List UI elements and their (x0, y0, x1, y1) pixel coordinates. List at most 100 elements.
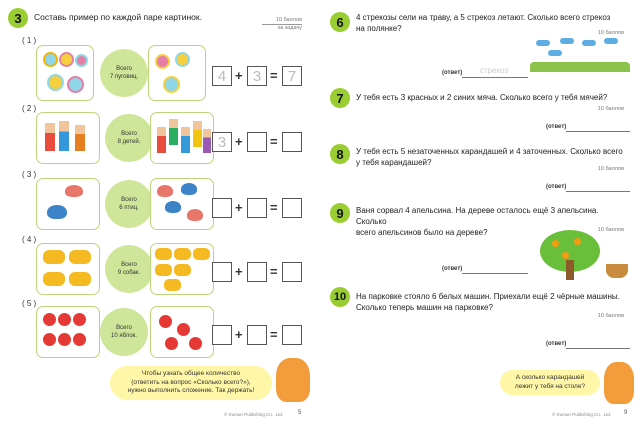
plus-sign: + (235, 327, 243, 342)
task-number: 10 (330, 287, 350, 307)
picture-card-b (150, 306, 214, 358)
equals-sign: = (270, 327, 278, 342)
plus-sign: + (235, 134, 243, 149)
basket-icon (606, 264, 628, 278)
task-text: У тебя есть 5 незаточенных карандашей и … (356, 146, 631, 168)
plus-sign: + (235, 68, 243, 83)
answer-box-b[interactable] (247, 198, 267, 218)
oval-line2: 8 детей. (117, 139, 141, 145)
answer-line[interactable] (566, 131, 630, 132)
dog-icon (164, 279, 181, 291)
child-icon (157, 127, 166, 153)
answer-box-c[interactable] (282, 132, 302, 152)
task-text-line2: Сколько теперь машин на парковке? (356, 303, 493, 312)
answer-box-a[interactable] (212, 325, 232, 345)
picture-card-a (36, 243, 100, 295)
picture-card-a (36, 112, 100, 164)
apple-icon (165, 337, 178, 350)
orange-icon (562, 252, 569, 259)
answer-box-c[interactable] (282, 325, 302, 345)
answer-box-a[interactable]: 3 (212, 132, 232, 152)
apple-icon (189, 337, 202, 350)
hint-line1: Чтобы узнать общее количество (141, 370, 241, 377)
task-number: 8 (330, 144, 350, 164)
answer-line[interactable] (566, 348, 630, 349)
task-text-line2: на полянке? (356, 24, 402, 33)
task-text-line1: Ваня сорвал 4 апельсина. На дереве остал… (356, 206, 599, 226)
answer-box-a[interactable]: 4 (212, 66, 232, 86)
answer-box-c[interactable] (282, 198, 302, 218)
cat-mascot-icon (276, 358, 310, 402)
button-icon (75, 54, 88, 67)
hint-line1: А сколько карандашей (515, 374, 585, 381)
points-line2: за задачу (277, 25, 302, 31)
dragonfly-icon (548, 50, 562, 56)
answer-box-a[interactable] (212, 262, 232, 282)
dragonflies-illustration (530, 38, 630, 72)
points: 10 баллов (597, 106, 624, 112)
task-text-line1: На парковке стояло 6 белых машин. Приеха… (356, 292, 620, 301)
child-icon (169, 119, 178, 145)
dog-icon (69, 272, 91, 286)
picture-card-b (150, 243, 214, 295)
button-icon (163, 76, 180, 93)
answer-box-a[interactable] (212, 198, 232, 218)
bird-icon (181, 183, 197, 195)
row-label: ( 1 ) (22, 36, 37, 45)
points: 10 баллов (597, 227, 624, 233)
dog-icon (69, 250, 91, 264)
total-oval: Всего 6 птиц. (105, 180, 153, 228)
total-oval: Всего 10 яблок. (100, 308, 148, 356)
oval-line2: 6 птиц. (119, 205, 139, 211)
answer-label: (ответ) (442, 70, 463, 76)
picture-card-b (148, 45, 206, 101)
child-icon (75, 125, 85, 151)
equals-sign: = (270, 264, 278, 279)
apple-icon (73, 333, 86, 346)
answer-box-c[interactable] (282, 262, 302, 282)
answer-line[interactable] (566, 191, 630, 192)
orange-tree-illustration (530, 230, 630, 280)
oval-line1: Всего (121, 262, 137, 268)
right-page: 6 4 стрекозы сели на траву, а 5 стрекоз … (320, 0, 640, 424)
bird-icon (165, 201, 181, 213)
page-number: 5 (298, 410, 302, 416)
orange-icon (574, 238, 581, 245)
answer-line[interactable] (462, 273, 528, 274)
oval-line2: 10 яблок. (111, 333, 137, 339)
answer-label: (ответ) (546, 184, 567, 190)
bird-icon (157, 185, 173, 197)
picture-card-a (36, 178, 100, 230)
task-text-line1: У тебя есть 5 незаточенных карандашей и … (356, 147, 623, 156)
apple-icon (58, 313, 71, 326)
task-number: 3 (8, 8, 28, 28)
row-label: ( 4 ) (22, 235, 37, 244)
task-text: У тебя есть 3 красных и 2 синих мяча. Ск… (356, 92, 626, 103)
child-icon (45, 123, 55, 151)
task-number: 9 (330, 203, 350, 223)
task-text-line2: у тебя карандашей? (356, 158, 432, 167)
points: 10 баллов (597, 30, 624, 36)
child-icon (203, 129, 211, 153)
task-text: На парковке стояло 6 белых машин. Приеха… (356, 291, 631, 313)
apple-icon (73, 313, 86, 326)
copyright: © Kumon Publishing Co., Ltd. (552, 412, 612, 417)
answer-box-b[interactable] (247, 132, 267, 152)
points: 10 баллов (597, 166, 624, 172)
dog-icon (43, 272, 65, 286)
answer-box-b[interactable]: 3 (247, 66, 267, 86)
button-icon (59, 52, 74, 67)
hint-line2: лежит у тебя на столе? (514, 382, 586, 390)
oval-line1: Всего (116, 325, 132, 331)
answer-line[interactable] (462, 77, 528, 78)
dog-icon (43, 250, 65, 264)
dragonfly-icon (536, 40, 550, 46)
equals-sign: = (270, 200, 278, 215)
hint-line2: (ответить на вопрос «Сколько всего?»), (131, 378, 251, 386)
hint-line3: нужно выполнить сложение. Так держать! (127, 387, 255, 394)
answer-box-c[interactable]: 7 (282, 66, 302, 86)
answer-box-b[interactable] (247, 262, 267, 282)
dragonfly-icon (582, 40, 596, 46)
answer-box-b[interactable] (247, 325, 267, 345)
oval-line1: Всего (121, 197, 137, 203)
